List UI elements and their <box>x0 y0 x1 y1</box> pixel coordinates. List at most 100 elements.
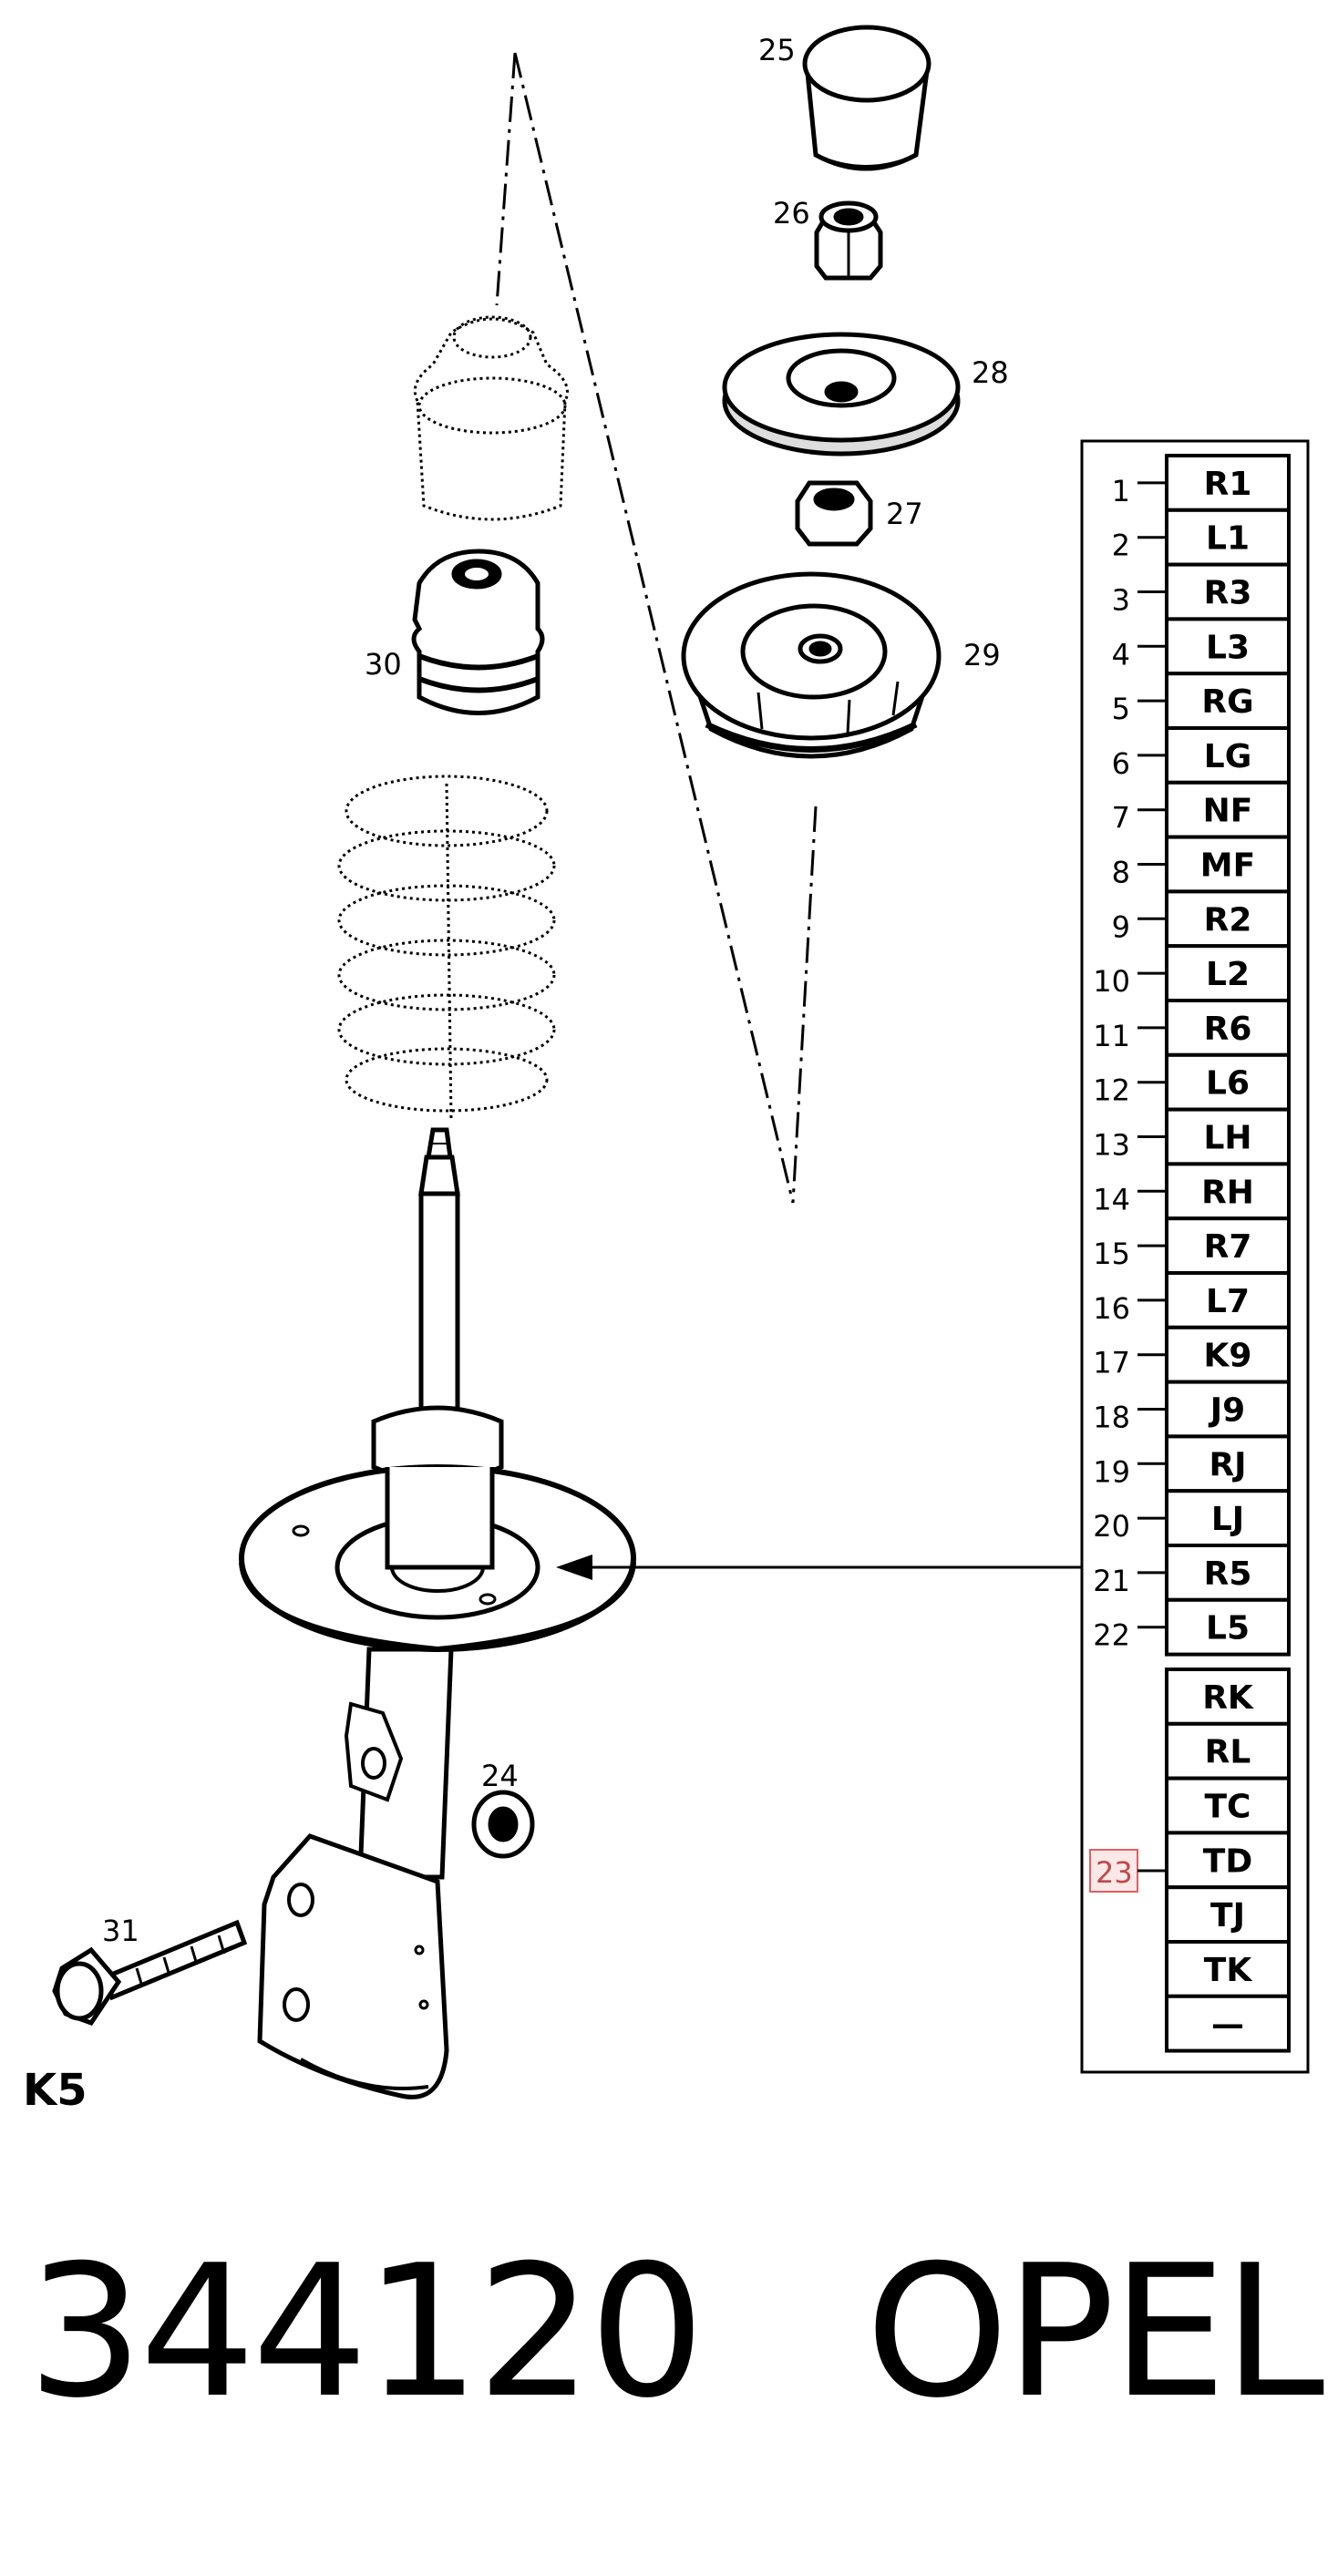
callout-25: 25 <box>758 33 796 67</box>
row-code: K9 <box>1204 1338 1252 1375</box>
callout-28: 28 <box>972 355 1009 390</box>
table-row: 6 LG <box>1112 726 1291 785</box>
row-number: 10 <box>1093 964 1130 999</box>
group-23-code: — <box>1211 2006 1244 2044</box>
bump-stop-dotted <box>413 315 569 521</box>
code-cell <box>1165 1434 1291 1493</box>
row-number: 17 <box>1093 1346 1130 1380</box>
callout-26: 26 <box>773 196 810 231</box>
group-23-row: TD <box>1165 1831 1291 1890</box>
part-footer: 344120 OPEL <box>27 2223 1324 2442</box>
nut-part-26 <box>814 200 883 281</box>
table-row: 8 MF <box>1112 835 1291 894</box>
section-code: K5 <box>23 2065 87 2116</box>
group-23-code: TD <box>1203 1842 1252 1880</box>
table-row: 17 K9 <box>1093 1325 1291 1384</box>
group-23-code: TC <box>1205 1789 1251 1826</box>
table-row: 19 RJ <box>1093 1434 1291 1493</box>
callout-30: 30 <box>365 647 402 682</box>
code-cell <box>1165 1052 1291 1112</box>
code-cell <box>1165 1544 1291 1602</box>
cap-part-25 <box>802 25 931 171</box>
code-cell <box>1165 1380 1291 1439</box>
row-code: RH <box>1201 1174 1254 1211</box>
row-number: 19 <box>1093 1454 1130 1489</box>
row-number: 1 <box>1112 474 1130 508</box>
row-code: R6 <box>1204 1011 1252 1048</box>
row-code: L3 <box>1206 629 1250 666</box>
row-number: 13 <box>1093 1128 1130 1163</box>
row-number: 4 <box>1112 637 1130 672</box>
row-code: L5 <box>1206 1610 1250 1647</box>
row-code: R5 <box>1204 1555 1252 1593</box>
group-23-label: 23 <box>1096 1855 1133 1890</box>
row-number: 5 <box>1112 692 1130 726</box>
table-row: 14 RH <box>1093 1162 1291 1221</box>
row-code: R7 <box>1204 1228 1252 1266</box>
code-cell <box>1165 1325 1291 1384</box>
row-code: R3 <box>1204 575 1252 612</box>
part-number: 344120 <box>27 2226 705 2438</box>
row-number: 15 <box>1093 1237 1130 1271</box>
group-23-code: TK <box>1204 1952 1253 1989</box>
row-code: MF <box>1200 847 1255 885</box>
plate-part-28 <box>722 332 961 457</box>
callout-27: 27 <box>886 497 923 531</box>
callout-24: 24 <box>481 1759 519 1793</box>
code-cell <box>1165 1776 1291 1835</box>
row-code: LG <box>1204 738 1252 775</box>
row-code: LJ <box>1211 1501 1244 1538</box>
shock-absorber-main <box>239 1127 636 2099</box>
table-row: 21 R5 <box>1093 1544 1291 1602</box>
table-row: 2 L1 <box>1112 508 1291 567</box>
row-number: 6 <box>1112 746 1130 781</box>
row-number: 22 <box>1093 1618 1130 1653</box>
rubber-stop-part-30 <box>411 549 545 715</box>
projection-lines <box>495 52 818 1204</box>
row-number: 3 <box>1112 583 1130 618</box>
brand-name: OPEL <box>865 2226 1324 2438</box>
table-row: 15 R7 <box>1093 1216 1291 1275</box>
row-code: R2 <box>1204 901 1252 939</box>
row-code: RJ <box>1209 1446 1246 1483</box>
row-number: 14 <box>1093 1182 1130 1216</box>
code-cell <box>1165 1216 1291 1275</box>
row-number: 7 <box>1112 801 1130 836</box>
row-number: 16 <box>1093 1291 1130 1326</box>
table-row: 5 RG <box>1112 672 1291 731</box>
strut-mount-part-29 <box>681 571 942 759</box>
group-23-code: TJ <box>1210 1897 1245 1935</box>
callout-29: 29 <box>963 638 1001 672</box>
row-code: L6 <box>1206 1065 1250 1103</box>
nut-part-24 <box>471 1790 535 1859</box>
row-code: R1 <box>1204 466 1252 503</box>
callout-31: 31 <box>102 1914 139 1948</box>
row-number: 18 <box>1093 1401 1130 1435</box>
row-code: L2 <box>1206 956 1250 993</box>
row-number: 2 <box>1112 529 1130 563</box>
group-23-code: RL <box>1205 1734 1251 1771</box>
table-row: 1 R1 <box>1112 454 1291 512</box>
group-23-row: — <box>1165 1994 1291 2053</box>
code-cell <box>1165 454 1291 512</box>
row-number: 21 <box>1093 1564 1130 1598</box>
group-23-code: RK <box>1202 1679 1254 1717</box>
row-number: 11 <box>1093 1019 1130 1053</box>
row-code: LH <box>1203 1120 1251 1157</box>
code-cell <box>1165 1668 1291 1726</box>
row-code: RG <box>1201 683 1253 721</box>
row-number: 8 <box>1112 856 1130 890</box>
row-code: NF <box>1203 793 1253 830</box>
code-cell <box>1165 672 1291 731</box>
code-cell <box>1165 1721 1291 1781</box>
group-23-row: TJ <box>1165 1885 1291 1944</box>
table-row: 22 L5 <box>1093 1597 1291 1657</box>
row-number: 9 <box>1112 909 1130 944</box>
row-code: L1 <box>1206 520 1250 558</box>
coil-spring-dotted <box>337 775 556 1122</box>
nut-part-27 <box>795 480 873 547</box>
